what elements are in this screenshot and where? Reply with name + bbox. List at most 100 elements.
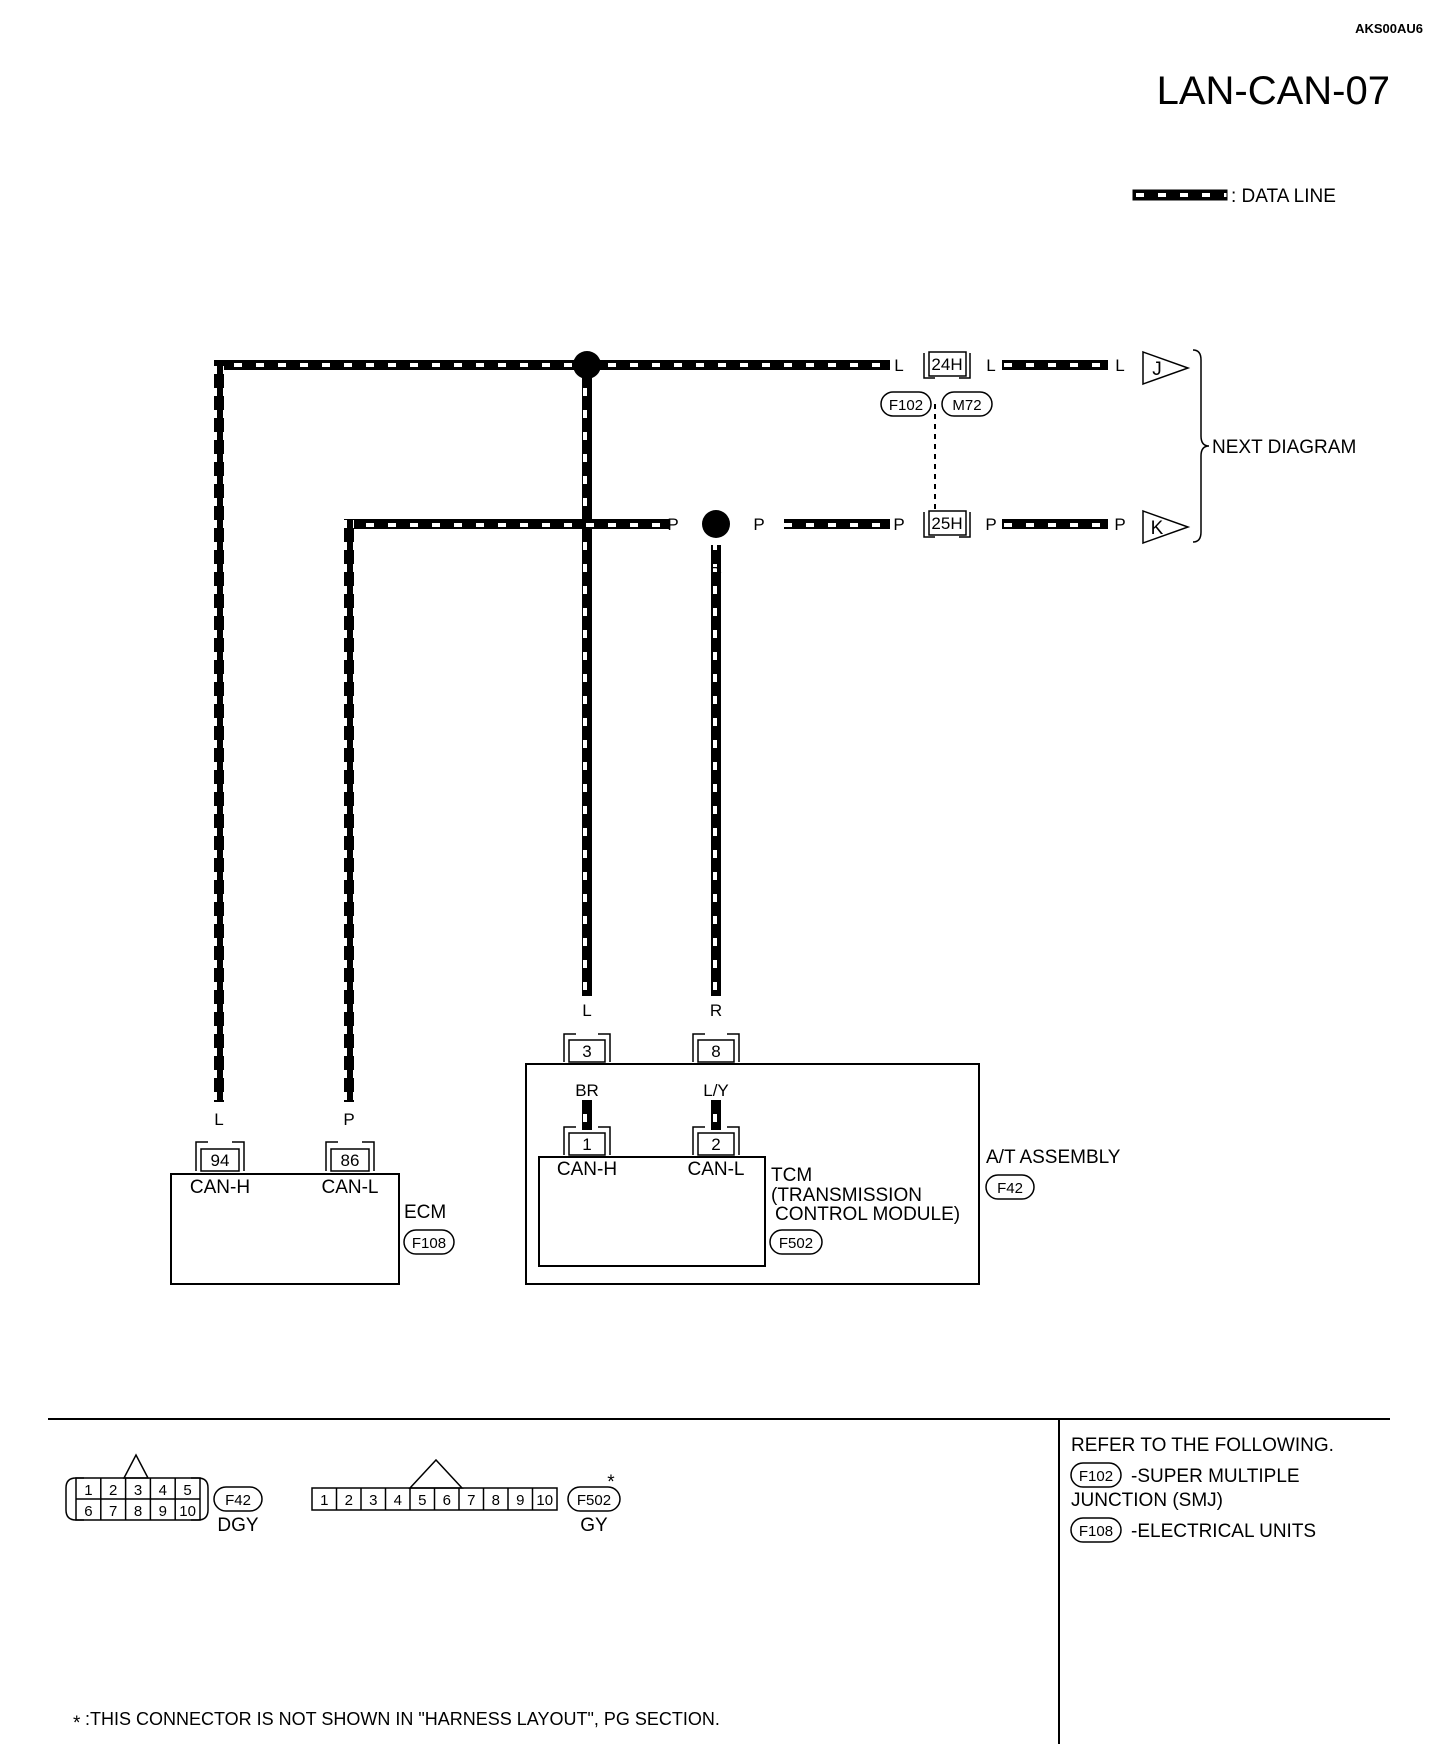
connector-tag-text: M72: [952, 397, 981, 414]
connector-tag-text: F108: [1079, 1523, 1113, 1540]
wire-can-h-junction-out: [1002, 360, 1108, 370]
pin-number: 86: [341, 1151, 360, 1170]
wire-code: R: [710, 558, 722, 577]
tcm-pin-2: [697, 1132, 735, 1156]
wire-ecm-can-h: [214, 360, 224, 1102]
tcm-name-line3: CONTROL MODULE): [775, 1204, 960, 1225]
ecm-unit: 94 86 CAN-H CAN-L ECM F108: [170, 1141, 455, 1285]
refer-section: REFER TO THE FOLLOWING. F102 -SUPER MULT…: [1070, 1435, 1334, 1543]
refer-heading: REFER TO THE FOLLOWING.: [1071, 1435, 1334, 1456]
junction-pin-label: 24H: [931, 355, 962, 374]
wire-code: P: [985, 515, 996, 534]
at-pin-8: [697, 1039, 735, 1063]
junction-connector: 24H 25H F102 M72: [880, 351, 993, 538]
refer-item1-line1: -SUPER MULTIPLE: [1131, 1466, 1300, 1487]
wire-code: P: [667, 515, 678, 534]
connector-tag-f108: [403, 1229, 455, 1255]
connector-pin-number: 8: [134, 1503, 142, 1520]
splice-can-l: [702, 510, 730, 538]
ecm-pin-94: [200, 1148, 240, 1172]
tcm-pin-1: [568, 1132, 606, 1156]
connector-tag-m72: [941, 391, 993, 417]
wire-tcm-can-h: [582, 368, 592, 996]
wire-code: L/Y: [703, 1081, 729, 1100]
arrow-k: K: [1142, 509, 1191, 545]
connector-star-mark: *: [607, 1472, 615, 1493]
wire-code: P: [1114, 515, 1125, 534]
junction-pin-label: 25H: [931, 514, 962, 533]
at-pin-3: [568, 1039, 606, 1063]
ecm-name: ECM: [404, 1202, 446, 1223]
connector-pin-number: 2: [345, 1492, 353, 1509]
pin-number: 2: [711, 1135, 720, 1154]
connector-pin-number: 10: [179, 1503, 196, 1520]
connector-tag-f108-ref: [1070, 1517, 1122, 1543]
junction-pin-25h: [928, 510, 967, 536]
data-line-legend-swatch: [1132, 189, 1228, 201]
connector-pin-number: 9: [159, 1503, 167, 1520]
wire-can-h-top: [214, 360, 890, 370]
tcm-unit: 1 2 CAN-H CAN-L TCM (TRANSMISSION CONTRO…: [538, 1126, 960, 1267]
connector-tag-f102-ref: [1070, 1462, 1122, 1488]
connector-tag-text: F102: [1079, 1468, 1113, 1485]
footnote-text: :THIS CONNECTOR IS NOT SHOWN IN "HARNESS…: [85, 1709, 720, 1729]
tcm-can-h-label: CAN-H: [557, 1159, 617, 1180]
wire-code: L: [894, 356, 903, 375]
connector-tag-text: F502: [577, 1492, 611, 1509]
connector-pin-number: 8: [492, 1492, 500, 1509]
connector-pin-number: 5: [183, 1482, 191, 1499]
connector-tag-f102: [880, 391, 932, 417]
at-assembly-box: [525, 1063, 980, 1285]
connector-pin-number: 3: [134, 1482, 142, 1499]
connector-tag-f42-view: [213, 1486, 263, 1512]
at-assembly-name: A/T ASSEMBLY: [986, 1147, 1121, 1168]
connector-pin-number: 6: [443, 1492, 451, 1509]
connector-pin-number: 5: [418, 1492, 426, 1509]
wire-code: BR: [575, 1081, 599, 1100]
connector-pin-number: 3: [369, 1492, 377, 1509]
connector-pin-number: 1: [320, 1492, 328, 1509]
ecm-can-h-label: CAN-H: [190, 1177, 250, 1198]
pin-number: 1: [582, 1135, 591, 1154]
connector-pin-number: 7: [467, 1492, 475, 1509]
connector-tag-text: F108: [412, 1235, 446, 1252]
at-assembly: 3 8 A/T ASSEMBLY F42: [525, 1033, 1121, 1285]
wire-code: L: [986, 356, 995, 375]
pin-number: 3: [582, 1042, 591, 1061]
wire-inner-br: [582, 1100, 592, 1130]
ecm-can-l-label: CAN-L: [321, 1177, 378, 1198]
legend-label: : DATA LINE: [1231, 186, 1336, 207]
wire-can-l-junction-out: [1002, 519, 1108, 529]
wire-inner-ly: [711, 1100, 721, 1130]
connector-tag-f502-view: [567, 1486, 621, 1512]
arrow-letter: K: [1151, 518, 1164, 539]
wire-can-l-mid: [784, 519, 890, 529]
legend-data-line: : DATA LINE: [1132, 186, 1336, 207]
connector-pin-number: 9: [516, 1492, 524, 1509]
wire-color-codes: L L L P P P P P R L R BR L/Y L P: [214, 356, 1125, 1129]
wire-can-l-left: [344, 519, 670, 529]
wire-code: L: [1115, 356, 1124, 375]
connector-pin-number: 10: [536, 1492, 553, 1509]
ecm-pin-86: [330, 1148, 370, 1172]
wire-tcm-can-l: [711, 545, 721, 996]
connector-pin-number: 6: [84, 1503, 92, 1520]
connector-tag-f502: [769, 1229, 823, 1255]
next-diagram-label: NEXT DIAGRAM: [1212, 437, 1356, 458]
ecm-box: [170, 1173, 400, 1285]
wire-code: R: [710, 1001, 722, 1020]
junction-pin-24h: [928, 351, 967, 377]
connector-pin-number: 4: [394, 1492, 402, 1509]
wire-code: P: [753, 515, 764, 534]
arrow-j: J: [1142, 350, 1191, 386]
refer-item2-text: -ELECTRICAL UNITS: [1131, 1521, 1316, 1542]
connector-tag-text: F502: [779, 1235, 813, 1252]
next-diagram-bracket: [1192, 349, 1210, 543]
connector-tag-text: F42: [997, 1180, 1023, 1197]
pin-number: 94: [211, 1151, 230, 1170]
document-id: AKS00AU6: [1355, 21, 1423, 36]
connector-pin-number: 1: [84, 1482, 92, 1499]
